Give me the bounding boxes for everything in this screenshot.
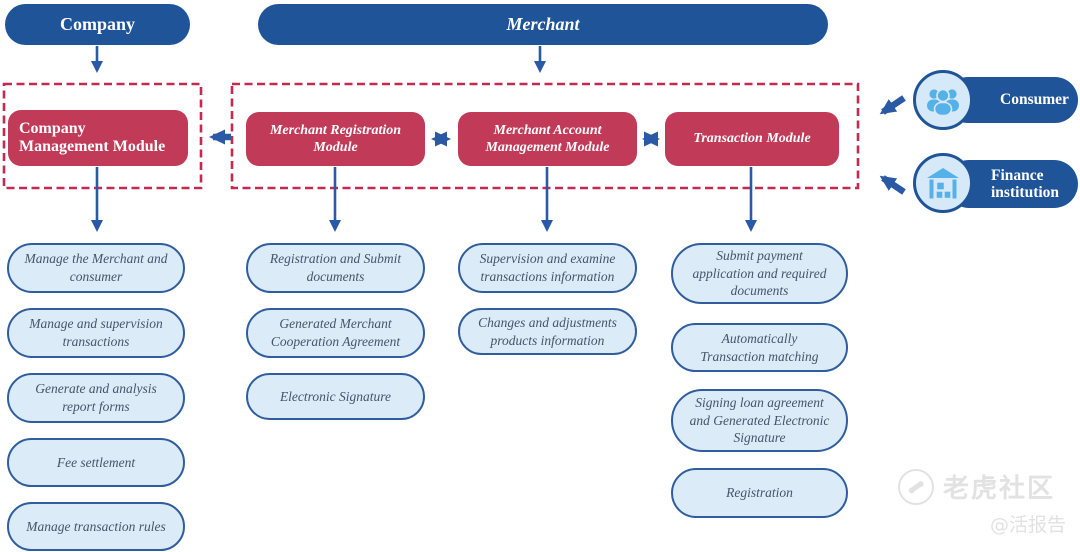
finance-icon-circle [913,153,973,213]
merchant-header: Merchant [258,4,828,45]
watermark-handle: @活报告 [989,514,1066,536]
feature-manage-supervision-transactions: Manage and supervision transactions [7,308,185,358]
feature-registration-submit-documents: Registration and Submit documents [246,243,425,293]
feature-label: Generated Merchant Cooperation Agreement [270,316,401,349]
module-company-management: Company Management Module [8,110,188,166]
module-merchant-account-management: Merchant Account Management Module [458,112,637,166]
finance-label: Finance institution [991,166,1060,201]
feature-registration: Registration [671,468,848,518]
module-transaction: Transaction Module [665,112,839,166]
feature-fee-settlement: Fee settlement [7,438,185,487]
feature-label: Supervision and examine transactions inf… [479,251,616,284]
feature-manage-transaction-rules: Manage transaction rules [7,502,185,551]
arrow-finance-in [879,175,906,195]
module-transaction-label: Transaction Module [693,131,811,147]
company-header-label: Company [59,14,135,34]
feature-manage-merchant-consumer: Manage the Merchant and consumer [7,243,185,293]
feature-label: Changes and adjustments products informa… [478,314,617,348]
watermark-title: 老虎社区 [943,474,1056,504]
feature-label: Automatically Transaction matching [700,330,819,364]
consumer-icon-circle [913,70,973,130]
watermark: 老虎社区 @活报告 [898,468,1068,537]
module-merchant-account-management-label: Merchant Account Management Module [485,122,610,156]
module-merchant-registration-label: Merchant Registration Module [269,122,402,156]
feature-generated-cooperation-agreement: Generated Merchant Cooperation Agreement [246,308,425,358]
feature-electronic-signature: Electronic Signature [246,373,425,420]
feature-label: Manage and supervision transactions [29,316,163,349]
feature-submit-payment-application: Submit payment application and required … [671,243,848,304]
feature-supervision-examine-transactions: Supervision and examine transactions inf… [458,243,637,293]
feature-changes-adjustments-products: Changes and adjustments products informa… [458,308,637,355]
module-company-management-label: Company Management Module [19,120,166,155]
feature-label: Manage transaction rules [26,518,166,534]
feature-label: Submit payment application and required … [692,248,827,299]
watermark-logo-icon [898,468,934,505]
merchant-header-label: Merchant [506,14,580,34]
feature-label: Electronic Signature [279,388,392,404]
feature-label: Manage the Merchant and consumer [24,251,168,284]
consumer-label: Consumer [1000,91,1069,109]
bank-icon [927,167,959,199]
feature-automatic-transaction-matching: Automatically Transaction matching [671,323,848,372]
module-merchant-registration: Merchant Registration Module [246,112,425,166]
feature-generate-analysis-reports: Generate and analysis report forms [7,373,185,423]
arrow-consumer-in [879,95,906,115]
feature-label: Fee settlement [56,454,136,470]
feature-label: Registration [726,485,793,501]
feature-label: Registration and Submit documents [269,251,402,284]
feature-label: Signing loan agreement and Generated Ele… [689,395,830,446]
company-header: Company [5,4,190,45]
people-icon [927,88,959,116]
feature-signing-loan-agreement: Signing loan agreement and Generated Ele… [671,389,848,452]
feature-label: Generate and analysis report forms [35,381,157,414]
